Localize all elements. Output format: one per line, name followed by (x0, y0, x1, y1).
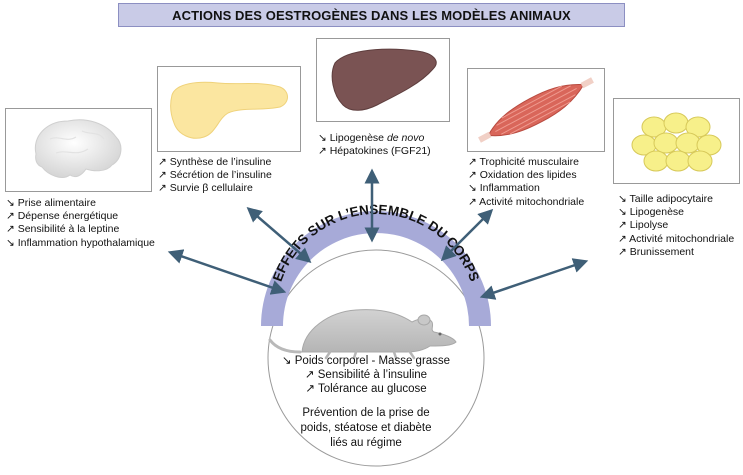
brain-effect: ↗ Sensibilité à la leptine (6, 223, 120, 236)
muscle-icon (478, 77, 594, 143)
liver-effect-italic: de novo (386, 132, 425, 144)
adipose-effect: ↗ Brunissement (618, 245, 694, 258)
prevention-line: poids, stéatose et diabète (300, 422, 432, 434)
liver-effect-2: ↗ Hépatokines (FGF21) (318, 145, 431, 158)
body-effect: ↘ Poids corporel - Masse grasse (281, 355, 451, 367)
arrow-brain (167, 249, 287, 295)
liver-effects: ↘ Lipogenèse de novo ↗ Hépatokines (FGF2… (318, 132, 431, 158)
pancreas-effects: ↗ Synthèse de l’insuline ↗ Sécrétion de … (158, 156, 272, 196)
prevention-line: liés au régime (330, 437, 402, 449)
brain-box (5, 108, 152, 192)
muscle-effect: ↗ Trophicité musculaire (468, 156, 579, 168)
arrow-adipose (479, 258, 589, 300)
muscle-effect: ↗ Oxidation des lipides (468, 169, 577, 182)
muscle-effect: ↗ Activité mitochondriale (468, 195, 585, 208)
muscle-effect: ↘ Inflammation (468, 182, 540, 195)
arrow-muscle (440, 208, 494, 262)
title: ACTIONS DES OESTROGÈNES DANS LES MODÈLES… (172, 7, 571, 23)
pancreas-effect: ↗ Sécrétion de l’insuline (158, 169, 272, 182)
liver-box (316, 38, 450, 122)
adipose-effect: ↗ Lipolyse (618, 219, 669, 232)
pancreas-effect: ↗ Synthèse de l’insuline (158, 156, 272, 168)
arc-band (261, 211, 491, 326)
title-banner: ACTIONS DES OESTROGÈNES DANS LES MODÈLES… (118, 3, 625, 27)
liver-effect-prefix: ↘ Lipogenèse (318, 132, 387, 144)
adipose-effect: ↘ Taille adipocytaire (618, 193, 713, 205)
brain-effect: ↘ Prise alimentaire (6, 197, 96, 209)
prevention-text: Prévention de la prise de poids, stéatos… (261, 406, 471, 451)
brain-effect: ↘ Inflammation hypothalamique (6, 236, 155, 249)
liver-effect-1: ↘ Lipogenèse de novo (318, 132, 431, 145)
brain-icon (34, 119, 122, 178)
brain-effects: ↘ Prise alimentaire ↗ Dépense énergétiqu… (6, 197, 155, 250)
adipocytes-icon (631, 112, 722, 172)
brain-effect: ↗ Dépense énergétique (6, 210, 119, 223)
mouse-icon (268, 309, 457, 360)
liver-icon (331, 48, 437, 111)
prevention-line: Prévention de la prise de (302, 407, 430, 419)
arrow-pancreas (246, 207, 312, 263)
muscle-effects: ↗ Trophicité musculaire ↗ Oxidation des … (468, 156, 584, 209)
adipose-effects: ↘ Taille adipocytaire ↘ Lipogenèse ↗ Lip… (618, 193, 734, 259)
body-effect: ↗ Tolérance au glucose (305, 383, 427, 395)
adipose-box (613, 98, 740, 184)
pancreas-box (157, 66, 301, 152)
muscle-box (467, 68, 605, 152)
adipose-effect: ↘ Lipogenèse (618, 206, 685, 219)
body-circle (267, 249, 485, 467)
body-effect: ↗ Sensibilité à l’insuline (304, 369, 428, 381)
adipose-effect: ↗ Activité mitochondriale (618, 232, 735, 245)
pancreas-effect: ↗ Survie β cellulaire (158, 182, 253, 195)
pancreas-icon (170, 81, 288, 139)
body-effects: ↘ Poids corporel - Masse grasse ↗ Sensib… (256, 354, 476, 396)
